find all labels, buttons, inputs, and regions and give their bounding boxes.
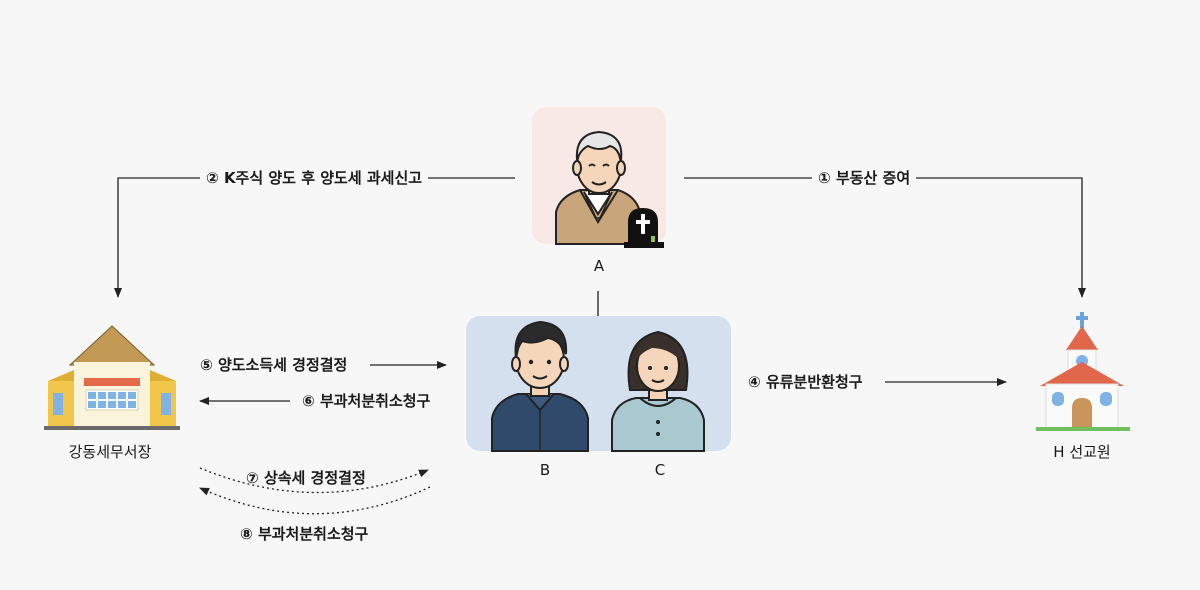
church-icon (1036, 312, 1130, 431)
church-label: H 선교원 (1053, 443, 1111, 461)
edge-2-text: K주식 양도 후 양도세 과세신고 (223, 169, 423, 187)
edge-1-number: ① (818, 169, 831, 187)
edge-1-label: ① 부동산 증여 (812, 168, 917, 188)
person-c-illustration (611, 330, 705, 452)
edge-8-number: ⑧ (240, 525, 253, 543)
edge-5-text: 양도소득세 경정결정 (217, 356, 348, 374)
tax-office-label: 강동세무서장 (68, 443, 152, 461)
edge-2-number: ② (206, 169, 219, 187)
person-b-illustration (491, 320, 589, 452)
edge-7-arrow (199, 467, 429, 494)
person-bc-box (466, 316, 731, 452)
edge-2-line (114, 177, 515, 298)
edge-4-text: 유류분반환청구 (765, 373, 863, 391)
edge-4-label: ④ 유류분반환청구 (742, 372, 869, 392)
node-a-label: A (593, 257, 605, 275)
node-b-label: B (539, 461, 551, 479)
node-c-label: C (654, 461, 666, 479)
edge-8-label: ⑧ 부과처분취소청구 (234, 524, 375, 544)
edge-8-text: 부과처분취소청구 (257, 525, 369, 543)
edge-6-text: 부과처분취소청구 (319, 392, 431, 410)
edge-6-label: ⑥ 부과처분취소청구 (296, 391, 437, 411)
edge-1-text: 부동산 증여 (835, 169, 911, 187)
edge-1-line (684, 177, 1086, 298)
edge-8-arrow (199, 486, 431, 515)
gravestone-icon (624, 208, 664, 248)
edge-5-label: ⑤ 양도소득세 경정결정 (194, 355, 354, 375)
edge-4-number: ④ (748, 373, 761, 391)
edge-2-label: ② K주식 양도 후 양도세 과세신고 (200, 168, 429, 188)
edge-7-label: ⑦ 상속세 경정결정 (240, 468, 372, 488)
tax-office-icon (44, 325, 180, 430)
edge-5-number: ⑤ (200, 356, 213, 374)
edge-7-text: 상속세 경정결정 (263, 469, 366, 487)
person-a-box (532, 107, 666, 245)
edge-7-number: ⑦ (246, 469, 259, 487)
edge-6-number: ⑥ (302, 392, 315, 410)
